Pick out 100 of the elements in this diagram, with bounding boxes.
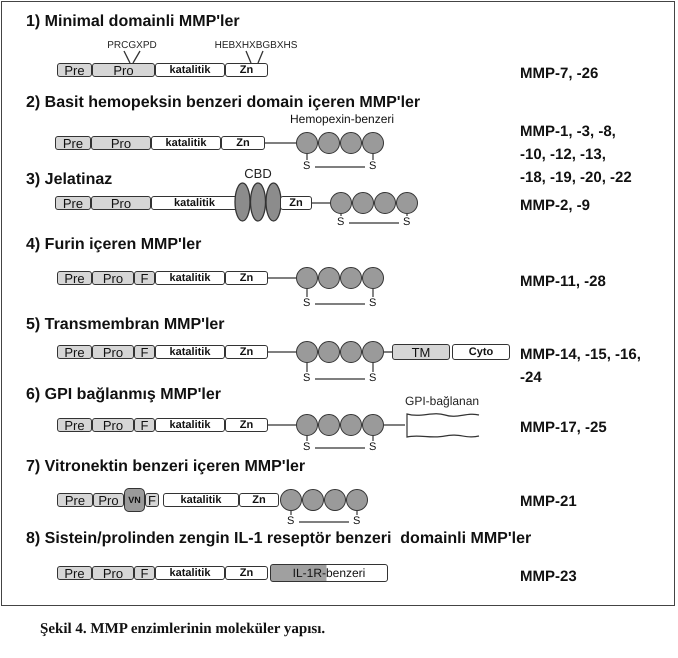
sulfur-label: S [369,160,376,172]
domain-circle [352,192,374,214]
domain-circle [296,132,318,154]
domain-circle [318,132,340,154]
leader-line [257,50,264,64]
domain-box: F [145,493,159,507]
section-heading: 2) Basit hemopeksin benzeri domain içeren MMP'ler [26,94,420,112]
domain-circle [318,267,340,289]
sulfur-label: S [369,372,376,384]
linker-line [384,424,405,426]
section-heading: 8) Sistein/prolinden zengin IL-1 reseptör benzeri domainli MMP'ler [26,530,532,548]
domain-box: Zn [280,196,312,210]
enzyme-list: MMP-2, -9 [520,194,590,217]
domain-label: CBD [244,166,272,182]
anchor-label: GPI-bağlanan [405,394,480,408]
domain-box: katalitik [151,136,221,150]
leader-line [132,50,141,64]
domain-circle [374,192,396,214]
enzyme-list: MMP-1, -3, -8, -10, -12, -13, -18, -19, -20, -22 [520,120,633,189]
enzyme-list: MMP-21 [520,490,577,513]
domain-box: Cyto [452,344,510,360]
domain-box: Zn [239,493,279,507]
domain-box: katalitik [155,345,225,359]
domain-box: Zn [225,566,268,580]
domain-box: F [134,566,155,580]
domain-label: Hemopexin-benzeri [290,112,394,126]
domain-circle [330,192,352,214]
domain-circle [362,132,384,154]
domain-box: katalitik [155,271,225,285]
domain-box: katalitik [155,418,225,432]
domain-box: katalitik [155,63,225,77]
sulfur-label: S [369,297,376,309]
linker-line [268,277,296,279]
enzyme-list: MMP-23 [520,565,577,588]
figure-caption: Şekil 4. MMP enzimlerinin moleküler yapısı. [40,621,326,638]
linker-line [312,202,330,204]
domain-circle [280,489,302,511]
domain-box: Zn [225,271,268,285]
domain-box: Pro [91,136,151,150]
domain-box: TM [392,344,450,360]
linker-line [265,142,296,144]
sulfur-label: S [303,372,310,384]
leader-line [123,50,131,64]
enzyme-list: MMP-17, -25 [520,416,607,439]
domain-box: Pro [92,271,134,285]
domain-box: Pro [92,566,134,580]
domain-box: IL-1R-benzeri [270,564,388,582]
domain-circle [340,414,362,436]
domain-circle [296,267,318,289]
domain-circle [396,192,418,214]
domain-box: F [134,345,155,359]
domain-box: Pre [55,196,91,210]
domain-box: Pre [57,493,93,507]
domain-circle [324,489,346,511]
linker-line [268,351,296,353]
domain-box: Pro [92,418,134,432]
domain-circle [318,341,340,363]
domain-box: katalitik [163,493,239,507]
domain-box: Zn [225,418,268,432]
domain-box: Pro [91,196,151,210]
domain-circle [340,341,362,363]
section-heading: 5) Transmembran MMP'ler [26,316,225,334]
sulfur-label: S [353,515,360,527]
section-heading: 3) Jelatinaz [26,171,112,189]
domain-box: Pre [57,63,92,77]
domain-circle [296,341,318,363]
domain-box: Zn [225,345,268,359]
domain-box: katalitik [155,566,225,580]
sulfur-label: S [303,297,310,309]
domain-box: Pre [57,345,92,359]
sulfur-label: S [337,216,344,228]
enzyme-list: MMP-11, -28 [520,270,606,293]
domain-box: Pre [57,566,92,580]
section-heading: 4) Furin içeren MMP'ler [26,236,202,254]
sulfur-label: S [403,216,410,228]
domain-circle [302,489,324,511]
motif-label: PRCGXPD [100,39,164,51]
domain-circle [362,341,384,363]
section-heading: 7) Vitronektin benzeri içeren MMP'ler [26,458,306,476]
domain-circle [318,414,340,436]
sulfur-label: S [287,515,294,527]
section-heading: 6) GPI bağlanmış MMP'ler [26,386,221,404]
domain-box: Pro [92,63,155,77]
domain-circle [340,132,362,154]
domain-circle [296,414,318,436]
sulfur-label: S [303,160,310,172]
domain-box: F [134,418,155,432]
domain-box: Pre [55,136,91,150]
domain-box: Pre [57,271,92,285]
domain-circle [362,414,384,436]
domain-box: F [134,271,155,285]
domain-box: VN [124,488,145,512]
domain-circle [362,267,384,289]
enzyme-list: MMP-14, -15, -16, -24 [520,343,650,389]
domain-box: katalitik [151,196,238,210]
domain-box: Pro [93,493,124,507]
domain-box: Zn [221,136,265,150]
domain-box: Pre [57,418,92,432]
domain-circle [340,267,362,289]
domain-circle [346,489,368,511]
